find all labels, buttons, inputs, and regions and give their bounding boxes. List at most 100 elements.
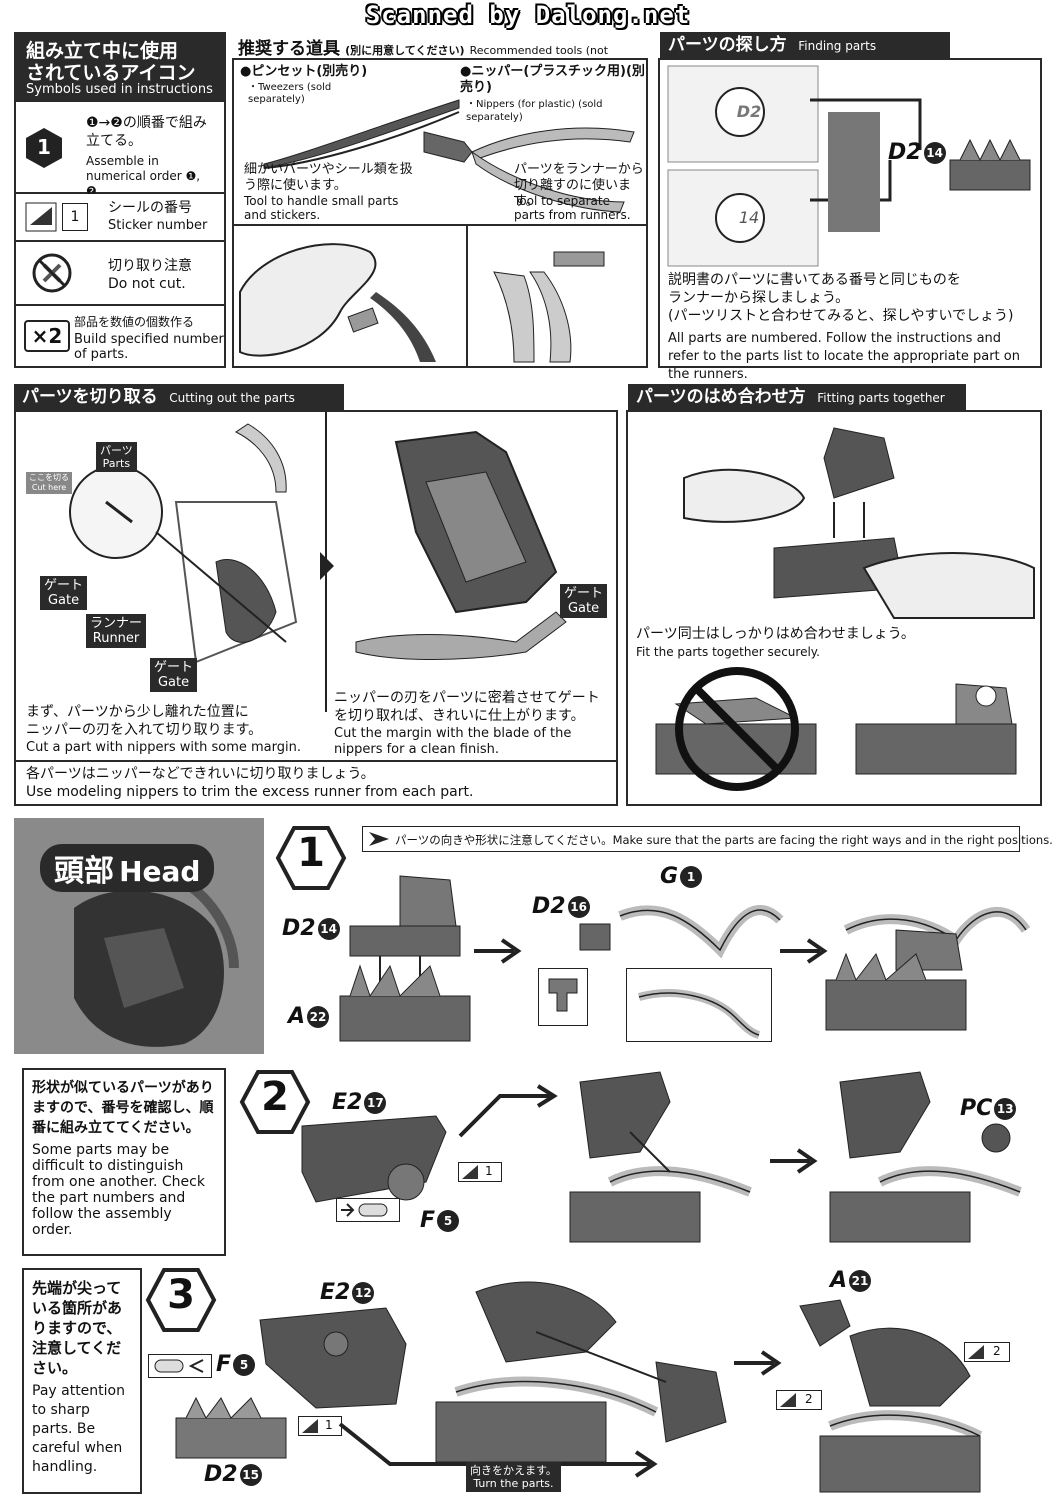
step1-part-a-22-letter: A [288, 1004, 306, 1029]
symbols-title-jp-2: されているアイコン [26, 62, 196, 84]
cutting-step2-en-1: Cut the margin with the blade of the [334, 726, 572, 741]
step3-note: 先端が尖っている箇所がありますので、注意してください。 Pay attentio… [22, 1268, 142, 1494]
symbol-sticker-en: Sticker number [108, 218, 208, 233]
step3-sticker-a-icon [302, 1419, 318, 1433]
step3-part-a-21-letter: A [830, 1268, 848, 1293]
finger-tweezers-illustration [239, 243, 436, 362]
step1-arrow-1 [474, 938, 522, 964]
nippers-title: ●ニッパー(プラスチック用)(別売り) [460, 64, 645, 95]
head-banner: 頭部 Head [14, 818, 264, 1054]
symbol-row-sticker: 1 シールの番号 Sticker number [16, 194, 224, 240]
step2-part-f-5-badge: 5 [437, 1210, 460, 1232]
runner-tag-label: D2 [736, 102, 762, 121]
nippers-desc-en: Tool to separate parts from runners. [514, 194, 631, 222]
tools-title-jp-sub: (別に用意してください) [345, 44, 465, 57]
tweezers-en: ・Tweezers (sold separately) [248, 82, 332, 105]
fitting-header: パーツのはめ合わせ方 Fitting parts together [628, 384, 966, 410]
head-title-en: Head [119, 855, 201, 888]
tweezers-desc-jp: 細かいパーツやシール類を扱う際に使います。 [244, 162, 413, 193]
symbol-order-en: Assemble in numerical order ❶, ❷... [86, 154, 201, 198]
finding-desc-jp-1: 説明書のパーツに書いてある番号と同じものを [668, 272, 961, 288]
nippers-icon [423, 127, 635, 213]
part-photo [828, 112, 880, 232]
step3-part-a-21-badge: 21 [849, 1270, 872, 1292]
step3-part-d2-15-badge: 15 [239, 1464, 262, 1486]
step3-note-en: Pay attention to sharp parts. Be careful… [32, 1383, 125, 1475]
step3-part-f-5-letter: F [216, 1352, 232, 1377]
symbols-title-en: Symbols used in instructions [26, 82, 213, 97]
symbol-row-order: 1 ❶→❷の順番で組み立てる。 Assemble in numerical or… [16, 102, 224, 198]
step1-part-d2-14-letter: D2 [282, 916, 316, 941]
step1-arrow-2 [780, 938, 828, 964]
cutting-footer-en: Use modeling nippers to trim the excess … [26, 784, 474, 800]
finding-part-letter: D2 [888, 140, 922, 165]
fitting-title-jp: パーツのはめ合わせ方 [636, 387, 806, 407]
step2-result [829, 1071, 1022, 1243]
symbol-nocut-en: Do not cut. [108, 276, 186, 292]
step3-number: 3 [167, 1272, 195, 1318]
cutting-title-jp: パーツを切り取る [22, 387, 158, 407]
finding-title-en: Finding parts [798, 39, 877, 53]
tweezers-desc-en: Tool to handle small parts and stickers. [244, 194, 399, 222]
tag-gate-left-jp: ゲート [44, 578, 84, 593]
step2-sticker-detail [336, 1198, 400, 1222]
step3-turn-jp: 向きをかえます。 [470, 1464, 557, 1477]
cutting-step2-jp-1: ニッパーの刃をパーツに密着させてゲート [334, 690, 600, 706]
head-title: 頭部 Head [40, 844, 215, 892]
step2-big-arrow [458, 1084, 558, 1138]
cutting-footer-divider [16, 760, 616, 762]
tools-divider-h [234, 224, 646, 226]
step3-part-f-5-badge: 5 [233, 1354, 256, 1376]
tag-gate-right-en: Gate [567, 601, 600, 616]
cutting-step1-jp-2: ニッパーの刃を入れて切り取ります。 [26, 722, 263, 738]
step1-detail-box-a [538, 968, 588, 1026]
step3-hex [145, 1268, 217, 1332]
step3-assembly [435, 1281, 727, 1463]
step2-assembly [569, 1071, 752, 1243]
tag-cut-here: ここを切る Cut here [26, 472, 72, 494]
tag-runner-jp: ランナー [90, 616, 143, 631]
step3-sticker-box-c: 2 [964, 1342, 1010, 1362]
tools-header: 推奨する道具 (別に用意してください) Recommended tools (n… [238, 34, 646, 77]
finding-title-jp: パーツの探し方 [668, 35, 787, 55]
step3-note-jp: 先端が尖っている箇所がありますので、注意してください。 [32, 1279, 123, 1377]
step2-part-e2-17-badge: 17 [364, 1092, 387, 1114]
tag-cut-jp: ここを切る [29, 473, 69, 482]
step2-note-en: Some parts may be difficult to distingui… [32, 1142, 205, 1238]
finding-desc-jp-3: (パーツリストと合わせてみると、探しやすいでしょう) [668, 308, 1014, 324]
sticker-number-box: 1 [62, 203, 88, 231]
tweezers-icon [263, 99, 460, 169]
do-not-cut-icon [32, 253, 72, 293]
tag-gate-bottom-en: Gate [157, 675, 190, 690]
step3-part-d2-15-letter: D2 [204, 1462, 238, 1487]
step2-part-pc-13-letter: PC [960, 1096, 993, 1121]
symbols-panel: 組み立て中に使用 されているアイコン Symbols used in instr… [14, 32, 226, 368]
step3-sticker-detail-icon [154, 1359, 204, 1373]
step1-part-g-1-letter: G [660, 864, 679, 889]
finding-desc-jp-2: ランナーから探しましょう。 [668, 290, 850, 306]
fitting-wrong-illustration [655, 697, 817, 775]
fitting-hands-illustration [683, 427, 1035, 619]
cutting-panel: パーツ Parts ここを切る Cut here ゲート Gate ランナー R… [14, 410, 618, 806]
step1-part-d2-16-letter: D2 [532, 894, 566, 919]
step1-detail-b-shape [637, 989, 761, 1039]
symbols-title-jp-1: 組み立て中に使用 [26, 40, 179, 62]
step2-arrow-2 [770, 1148, 818, 1174]
tag-runner: ランナー Runner [86, 614, 147, 648]
step1-hex [275, 826, 347, 890]
step1-assembly-a [339, 875, 471, 1042]
tools-panel: ●ピンセット(別売り) ・Tweezers (sold separately) … [232, 58, 648, 368]
tag-runner-en: Runner [92, 631, 140, 646]
cutting-footer-jp: 各パーツはニッパーなどできれいに切り取りましょう。 [26, 766, 375, 782]
step2-number: 2 [261, 1074, 289, 1120]
step3-sticker-a-number: 1 [325, 1418, 333, 1432]
finding-part-shape [949, 138, 1031, 191]
step2-part-f-5-letter: F [420, 1208, 436, 1233]
